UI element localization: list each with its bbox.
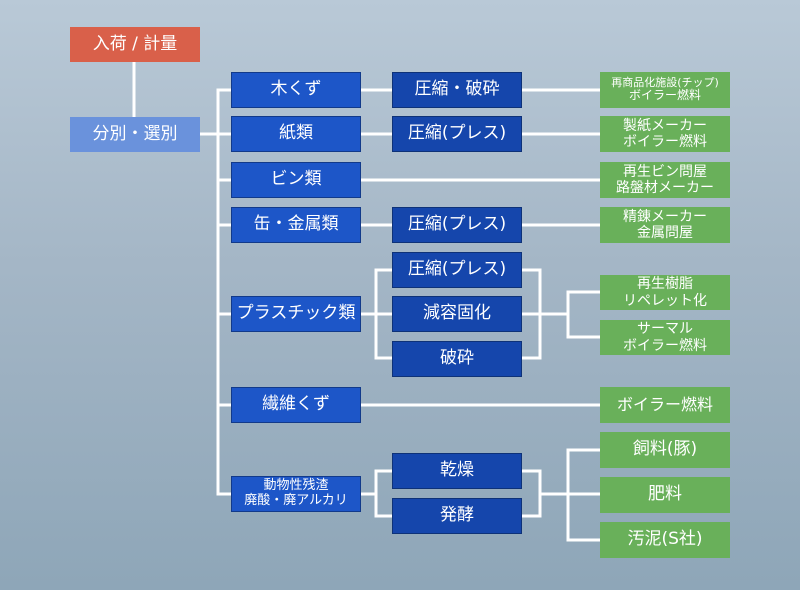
process-ferment: 発酵 [392, 498, 522, 534]
category-organic-line1: 動物性残渣 [263, 478, 329, 494]
destination-fiber-boiler-fuel: ボイラー燃料 [600, 387, 730, 423]
destination-fertilizer: 肥料 [600, 477, 730, 513]
category-organic: 動物性残渣 廃酸・廃アルカリ [231, 476, 361, 512]
category-paper: 紙類 [231, 116, 361, 152]
process-cans-press: 圧縮(プレス) [392, 207, 522, 243]
destination-plastic-resin-line1: 再生樹脂 [637, 276, 693, 293]
destination-paper-line1: 製紙メーカー [623, 117, 707, 134]
destination-sludge: 汚泥(S社) [600, 522, 730, 558]
category-organic-line2: 廃酸・廃アルカリ [244, 493, 348, 508]
destination-paper: 製紙メーカー ボイラー燃料 [600, 116, 730, 152]
destination-bottles: 再生ビン問屋 路盤材メーカー [600, 162, 730, 198]
process-plastic-reduce: 減容固化 [392, 296, 522, 332]
process-plastic-crush: 破砕 [392, 341, 522, 377]
destination-cans-line2: 金属問屋 [637, 225, 693, 241]
destination-plastic-thermal-line2: ボイラー燃料 [623, 337, 707, 354]
sort-box: 分別・選別 [70, 117, 200, 152]
destination-plastic-resin: 再生樹脂 リペレット化 [600, 275, 730, 310]
category-wood: 木くず [231, 72, 361, 108]
destination-cans-line1: 精錬メーカー [623, 208, 707, 225]
start-box: 入荷 / 計量 [70, 27, 200, 62]
process-wood-compress-crush: 圧縮・破砕 [392, 72, 522, 108]
category-cans-metal: 缶・金属類 [231, 207, 361, 243]
destination-bottles-line1: 再生ビン問屋 [623, 163, 707, 180]
destination-wood-line1: 再商品化施設(チップ) [611, 75, 719, 89]
category-plastic: プラスチック類 [231, 296, 361, 332]
destination-bottles-line2: 路盤材メーカー [616, 180, 714, 196]
process-paper-press: 圧縮(プレス) [392, 116, 522, 152]
destination-plastic-thermal: サーマル ボイラー燃料 [600, 320, 730, 355]
destination-wood: 再商品化施設(チップ) ボイラー燃料 [600, 72, 730, 108]
destination-paper-line2: ボイラー燃料 [623, 134, 707, 150]
destination-cans: 精錬メーカー 金属問屋 [600, 207, 730, 243]
process-plastic-press: 圧縮(プレス) [392, 252, 522, 288]
category-fiber: 繊維くず [231, 387, 361, 423]
destination-feed: 飼料(豚) [600, 432, 730, 468]
destination-plastic-thermal-line1: サーマル [637, 321, 693, 338]
destination-plastic-resin-line2: リペレット化 [623, 292, 707, 309]
process-dry: 乾燥 [392, 453, 522, 489]
destination-wood-line2: ボイラー燃料 [628, 88, 701, 103]
category-bottles: ビン類 [231, 162, 361, 198]
